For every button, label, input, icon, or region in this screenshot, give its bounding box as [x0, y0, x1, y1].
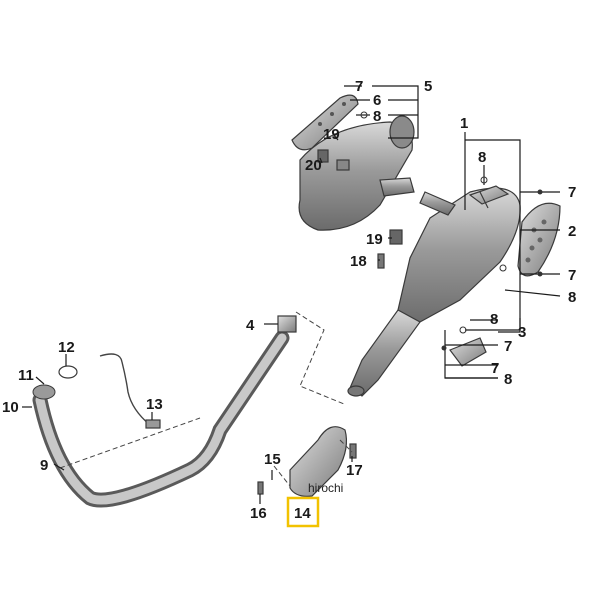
highlight-box — [286, 496, 320, 528]
callout-7-c: 7 — [568, 267, 576, 284]
callout-7-e: 7 — [491, 360, 499, 377]
small-heat-shield — [449, 337, 487, 367]
callout-16: 16 — [250, 505, 267, 522]
callout-9: 9 — [40, 457, 48, 474]
callout-2: 2 — [568, 223, 576, 240]
upper-heat-shield — [291, 94, 359, 151]
callout-14-highlighted: 14 — [294, 505, 311, 522]
callout-7-d: 7 — [504, 338, 512, 355]
callout-13: 13 — [146, 396, 163, 413]
rear-silencer — [298, 115, 456, 231]
callout-5: 5 — [424, 78, 432, 95]
callout-8-e: 8 — [504, 371, 512, 388]
watermark-text: hirochi — [308, 481, 343, 495]
callout-4: 4 — [246, 317, 255, 334]
callout-8-a: 8 — [373, 108, 381, 125]
callout-8-d: 8 — [490, 311, 498, 328]
callout-19-b: 19 — [366, 231, 383, 248]
callout-6: 6 — [373, 92, 381, 109]
gasket-part — [58, 365, 78, 379]
side-heat-shield — [517, 202, 561, 277]
callout-11: 11 — [18, 367, 34, 384]
bracket-part — [289, 426, 348, 497]
damper-19 — [389, 229, 403, 245]
callout-7-a: 7 — [355, 78, 363, 95]
callout-12: 12 — [58, 339, 75, 356]
callout-15: 15 — [264, 451, 281, 468]
bolt-16 — [257, 481, 264, 495]
callout-8-c: 8 — [568, 289, 576, 306]
damper-19-top — [317, 149, 329, 163]
callout-19-a: 19 — [323, 126, 340, 143]
callout-20: 20 — [305, 157, 322, 174]
oxygen-sensor — [99, 353, 151, 426]
callout-10: 10 — [2, 399, 19, 416]
header-pipe — [32, 330, 290, 508]
callout-3: 3 — [518, 324, 526, 341]
callout-7-b: 7 — [568, 184, 576, 201]
callout-1: 1 — [460, 115, 468, 132]
callout-8-b: 8 — [478, 149, 486, 166]
callout-17: 17 — [346, 462, 363, 479]
clamp-part — [277, 315, 297, 333]
callout-18: 18 — [350, 253, 367, 270]
bolt-17 — [349, 443, 357, 459]
main-silencer — [347, 185, 521, 397]
bolt-18 — [377, 253, 385, 269]
